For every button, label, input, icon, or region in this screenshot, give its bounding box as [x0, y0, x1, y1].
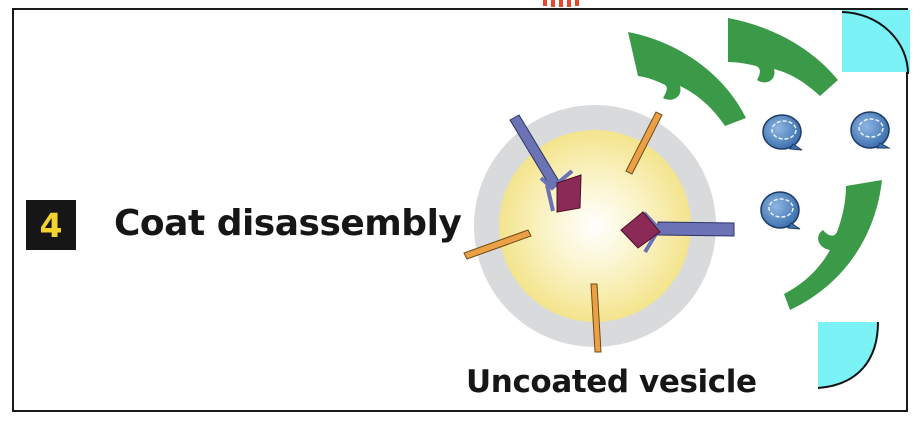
- step-number-badge: 4: [26, 200, 76, 250]
- released-subunit-1: [762, 114, 803, 151]
- red-marker-fragment: [543, 0, 579, 7]
- step-title: Coat disassembly: [114, 203, 462, 244]
- spike-top-right: [625, 111, 663, 175]
- corner-patch-top: [842, 10, 910, 72]
- released-subunits: [760, 111, 891, 230]
- cargo-right: [620, 211, 661, 249]
- coat-fragment-1: [628, 32, 746, 126]
- spike-left: [463, 229, 532, 260]
- vesicle-caption: Uncoated vesicle: [466, 364, 757, 400]
- membrane-spikes: [463, 111, 663, 353]
- figure-frame: [12, 8, 908, 412]
- corner-patch-top-arc: [841, 11, 909, 75]
- coat-fragment-3: [784, 180, 882, 310]
- corner-patch-bottom: [818, 322, 878, 388]
- coat-fragment-2: [728, 18, 838, 96]
- cargo-upper: [556, 174, 582, 213]
- released-subunit-3: [760, 191, 801, 230]
- spike-bottom: [590, 283, 602, 353]
- released-subunit-2: [850, 111, 891, 149]
- coat-protein-fragments: [628, 18, 882, 310]
- corner-patch-bottom-arc: [817, 321, 879, 389]
